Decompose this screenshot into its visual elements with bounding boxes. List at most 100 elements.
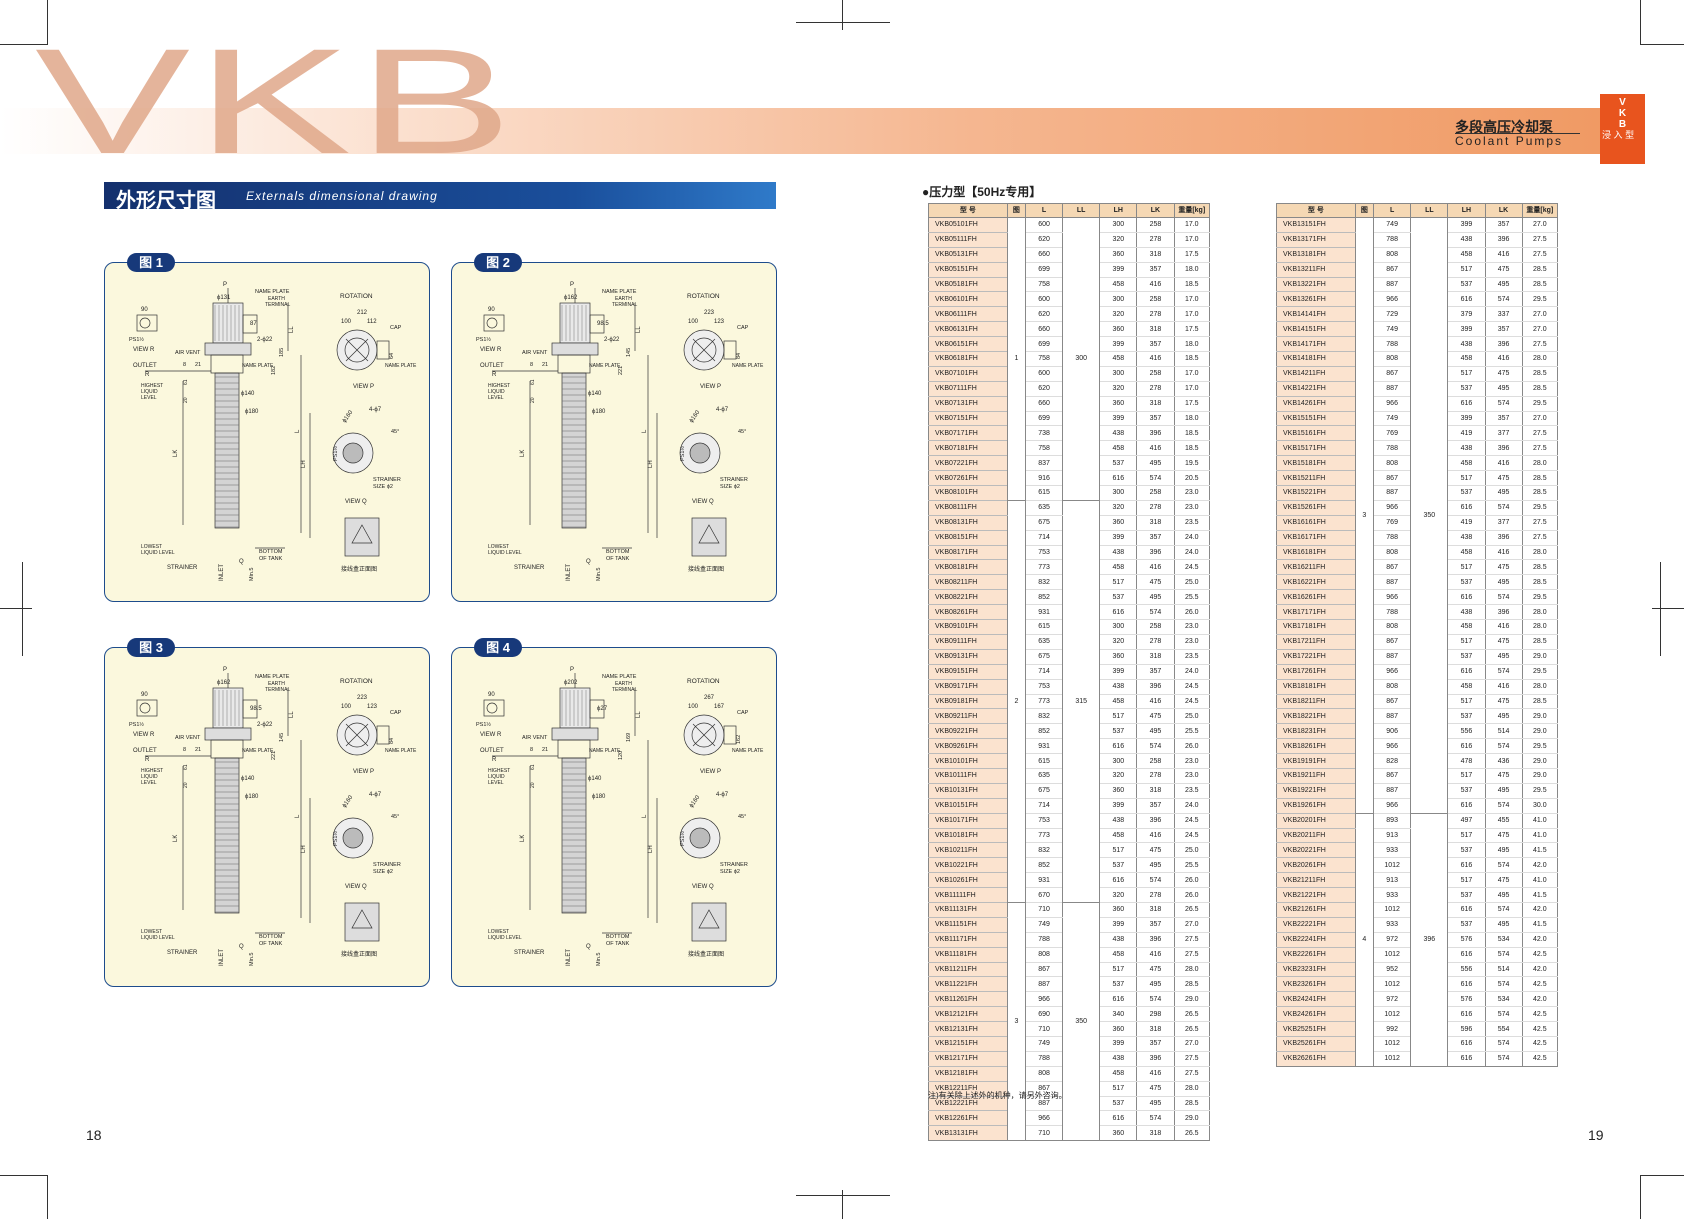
drawing-label: 20 [530, 782, 536, 788]
table-cell: 300 [1099, 366, 1138, 382]
table-cell: VKB11151FH [928, 917, 1008, 933]
table-cell: 438 [1447, 440, 1486, 457]
table-cell: 29.0 [1173, 991, 1210, 1008]
table-cell: VKB10261FH [928, 872, 1008, 889]
table-cell: 660 [1024, 247, 1064, 263]
table-cell: 788 [1372, 530, 1412, 546]
table-cell: 537 [1447, 381, 1486, 397]
crop-mark [47, 0, 48, 44]
table-cell: 18.0 [1173, 411, 1210, 427]
table-cell: 360 [1099, 515, 1138, 531]
table-cell: 574 [1484, 1051, 1523, 1067]
table-cell: 576 [1447, 932, 1486, 948]
table-cell: 360 [1099, 396, 1138, 412]
table-cell: 574 [1484, 738, 1523, 755]
table-note: 注)有关除上述外的机种，请另外咨询。 [928, 1091, 1067, 1100]
table-cell: 24.0 [1173, 530, 1210, 546]
table-cell: 517 [1099, 842, 1138, 859]
table-cell: 616 [1447, 396, 1486, 412]
drawing-label: NAME PLATE [602, 674, 637, 680]
drawing-label: TERMINAL [612, 687, 638, 693]
drawing-label: 64 [389, 353, 395, 359]
drawing-label: PS1½ [129, 336, 144, 343]
table-cell: VKB08211FH [928, 574, 1008, 591]
table-cell: VKB26261FH [1276, 1051, 1356, 1067]
table-cell: 495 [1484, 574, 1523, 591]
drawing-label: ROTATION [340, 678, 373, 685]
crop-mark [842, 1190, 843, 1219]
table-cell: 396 [1136, 679, 1175, 695]
table-cell: 808 [1372, 679, 1412, 695]
view-p-cross [692, 338, 716, 362]
table-cell: 710 [1024, 1021, 1064, 1037]
table-cell: 887 [1024, 976, 1064, 993]
table-cell: 258 [1136, 619, 1175, 635]
table-cell: 574 [1484, 947, 1523, 963]
table-cell: 337 [1484, 306, 1523, 323]
drawing-label: VIEW P [700, 769, 721, 775]
table-cell: 27.5 [1173, 1066, 1210, 1082]
table-cell: VKB10211FH [928, 842, 1008, 859]
table-cell: 360 [1099, 649, 1138, 665]
table-cell: 26.0 [1173, 887, 1210, 903]
drawing-label: STRAINER [373, 862, 401, 868]
table-cell: VKB10101FH [928, 753, 1008, 769]
vkb-logo: VKB [35, 17, 519, 185]
drawing-label: 21 [195, 362, 201, 368]
drawing-label: Min.5 [249, 568, 255, 581]
table-cell: 416 [1136, 694, 1175, 710]
table-cell: 537 [1447, 485, 1486, 501]
view-r-shape [483, 699, 505, 717]
table-cell: 916 [1024, 470, 1064, 487]
table-cell: 893 [1372, 813, 1412, 829]
table-cell: 475 [1484, 559, 1523, 576]
table-cell: VKB22221FH [1276, 917, 1356, 933]
table-cell: VKB13261FH [1276, 291, 1356, 308]
table-cell: 278 [1136, 887, 1175, 903]
table-cell: 41.0 [1521, 813, 1559, 829]
table-cell: 808 [1024, 947, 1064, 963]
drawing-label: 223 [704, 310, 715, 316]
table-cell: 27.5 [1521, 247, 1559, 263]
drawing-label: VIEW Q [692, 884, 714, 890]
table-cell: 396 [1136, 813, 1175, 829]
drawing-label: 2-ϕ22 [604, 337, 620, 343]
drawing-label: HIGHEST [141, 383, 163, 389]
table-cell: 475 [1484, 366, 1523, 382]
table-cell: 635 [1024, 634, 1064, 650]
table-cell: 1012 [1372, 1036, 1412, 1052]
table-cell: VKB07171FH [928, 425, 1008, 442]
table-cell: 27.0 [1521, 306, 1559, 323]
drawing-label: CAP [390, 325, 402, 331]
warning-icon [698, 524, 720, 544]
table-cell: 23.0 [1173, 485, 1210, 501]
drawing-label: Min.5 [596, 568, 602, 581]
drawing-label: PS1½ [129, 721, 144, 728]
drawing-label: NAME PLATE [242, 363, 274, 369]
table-cell: 966 [1372, 589, 1412, 606]
table-cell: 24.0 [1173, 545, 1210, 561]
drawing-label: P [570, 282, 574, 288]
table-cell: VKB07221FH [928, 455, 1008, 472]
table-cell: 537 [1099, 589, 1138, 606]
table-cell: 537 [1099, 455, 1138, 472]
table-cell: 29.0 [1521, 649, 1559, 665]
table-cell: VKB17211FH [1276, 634, 1356, 650]
table-cell: 753 [1024, 813, 1064, 829]
table-cell: 396 [1484, 530, 1523, 546]
table-cell: 769 [1372, 425, 1412, 442]
table-cell: 26.5 [1173, 902, 1210, 918]
table-cell: 357 [1136, 664, 1175, 680]
table-cell: 913 [1372, 828, 1412, 844]
table-cell: 867 [1372, 694, 1412, 710]
table-cell: 42.0 [1521, 991, 1559, 1008]
